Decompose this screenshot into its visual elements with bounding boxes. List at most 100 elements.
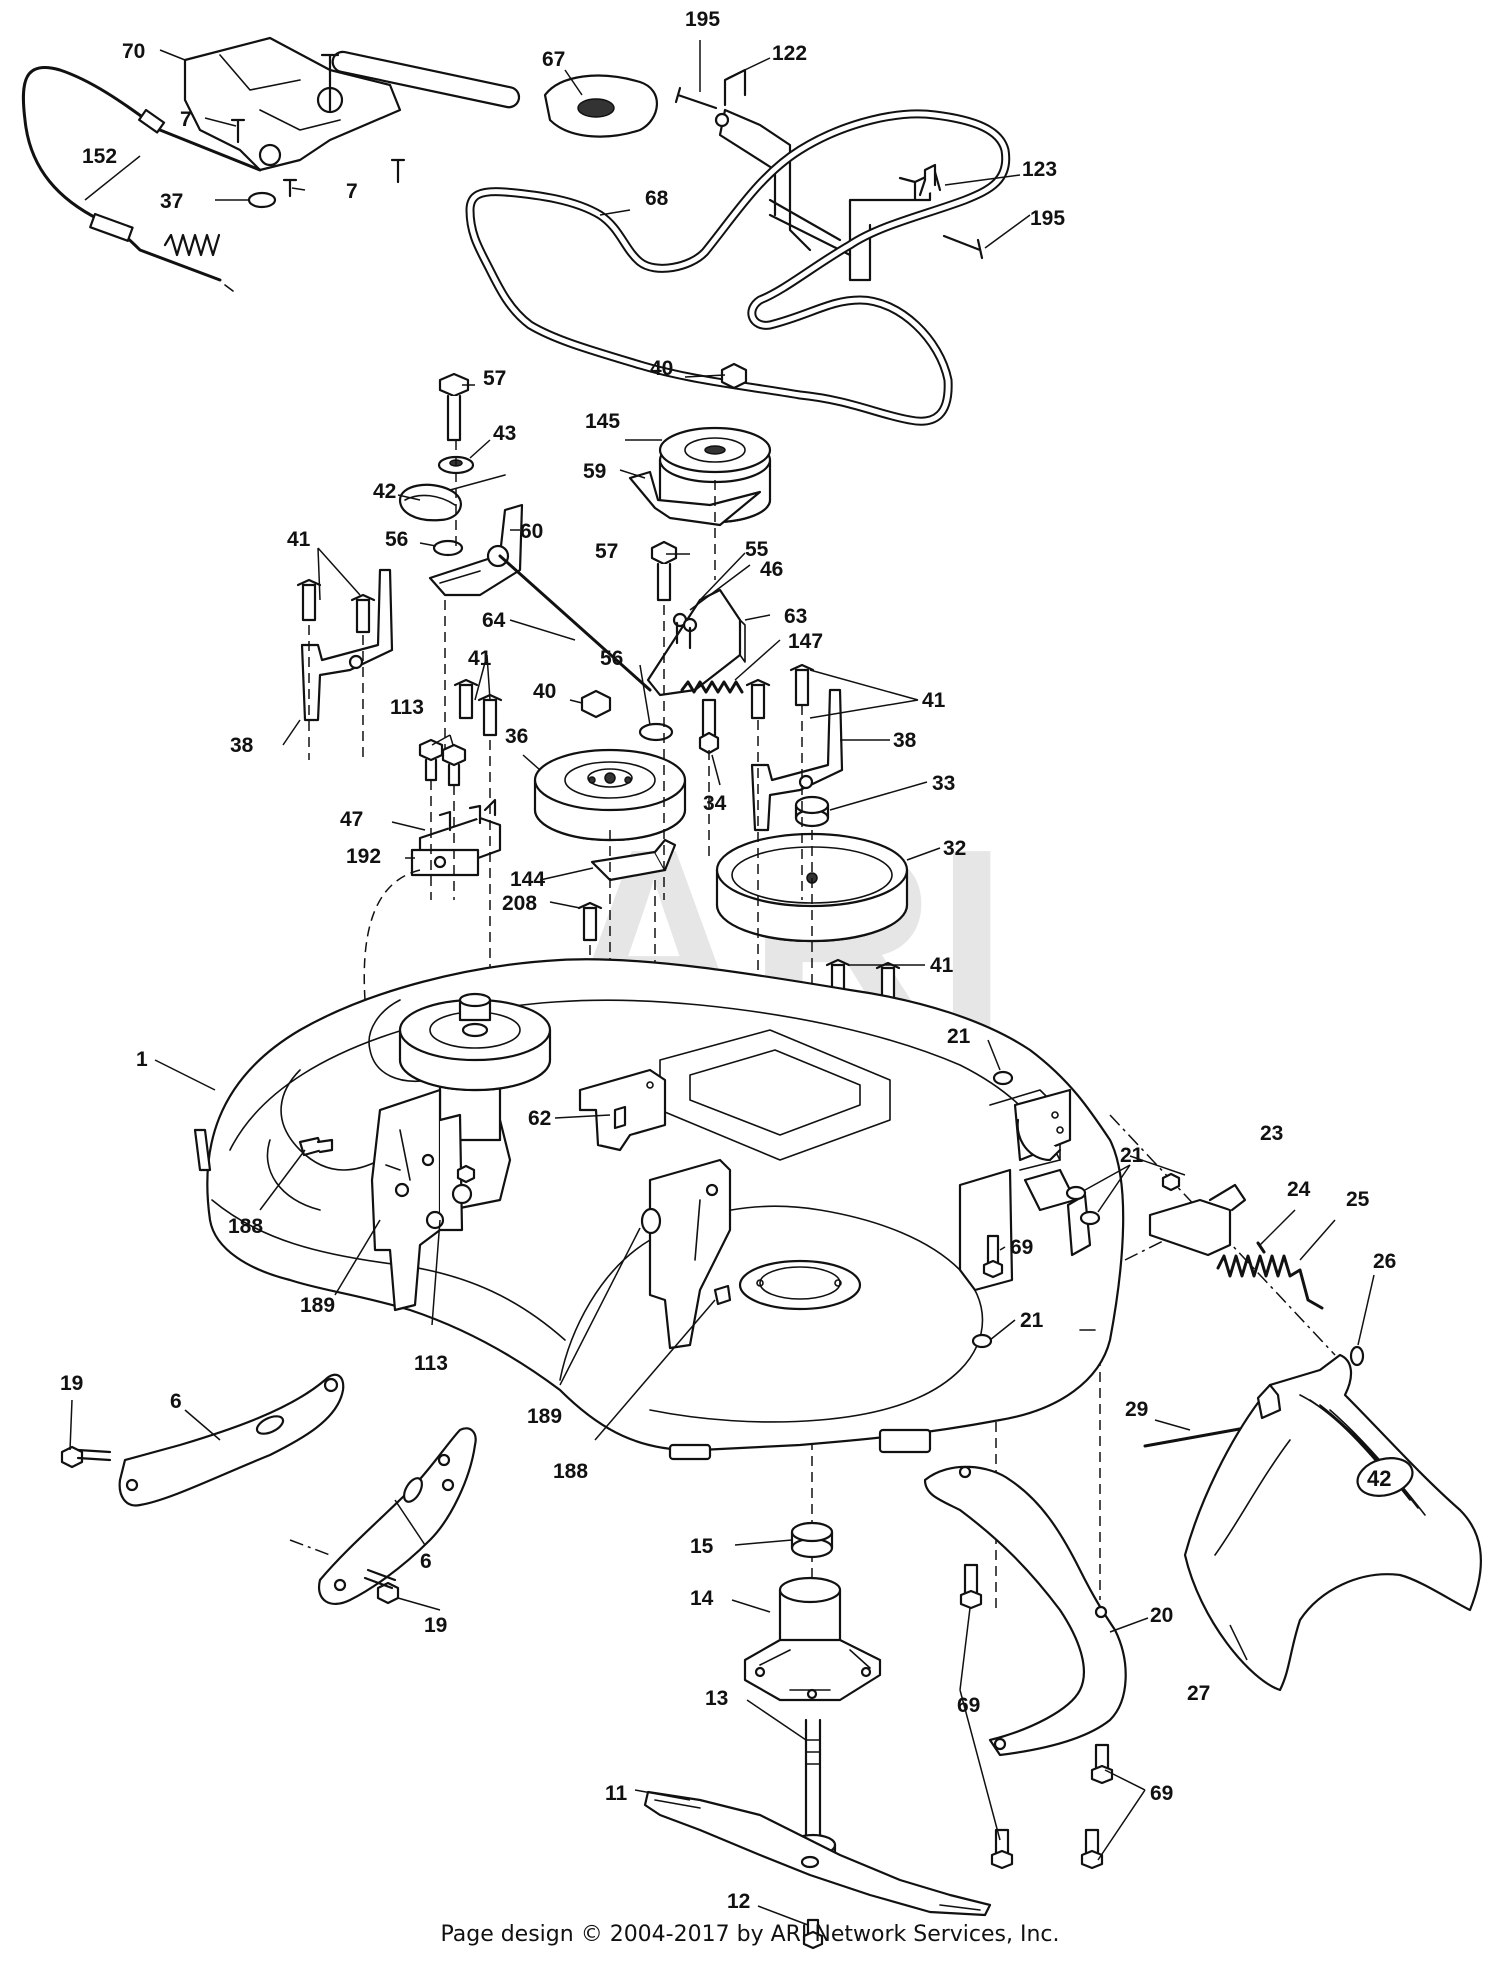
callout-41-center: 41	[468, 647, 492, 670]
callout-144: 144	[510, 868, 545, 891]
callout-7-top: 7	[180, 108, 192, 131]
arm-6-upper	[118, 1373, 345, 1507]
callout-26: 26	[1373, 1250, 1396, 1273]
mower-deck-1	[193, 958, 1125, 1461]
callout-24: 24	[1287, 1178, 1311, 1201]
callout-41-lower: 41	[930, 954, 954, 977]
belt-guide-123	[768, 163, 942, 282]
callout-38-left: 38	[230, 734, 254, 757]
callout-46: 46	[760, 558, 783, 581]
callout-42: 42	[373, 480, 396, 503]
callout-6-lower: 6	[420, 1550, 432, 1573]
nut-40-lower	[580, 689, 612, 719]
callout-64: 64	[482, 609, 506, 632]
callout-25: 25	[1346, 1188, 1370, 1211]
callout-113-top: 113	[390, 696, 424, 719]
callout-69-lower-left: 69	[957, 1694, 980, 1717]
callout-40-lower: 40	[533, 680, 556, 703]
callout-32: 32	[943, 837, 966, 860]
callout-38-right: 38	[893, 729, 917, 752]
callout-113-bottom: 113	[414, 1352, 448, 1375]
callout-188-center: 188	[553, 1460, 588, 1483]
knob-67	[543, 74, 658, 138]
callout-7-bottom: 7	[346, 180, 358, 203]
washer-37	[247, 191, 277, 209]
callout-62: 62	[528, 1107, 551, 1130]
callout-41-right: 41	[922, 689, 946, 712]
callout-43: 43	[493, 422, 516, 445]
copyright-footer: Page design © 2004-2017 by ARI Network S…	[440, 1922, 1060, 1947]
callout-70: 70	[122, 40, 145, 63]
callout-57-top: 57	[483, 367, 506, 390]
bolt-19-upper	[60, 1445, 112, 1469]
bolts-41-right	[745, 663, 815, 720]
callout-59: 59	[583, 460, 606, 483]
callout-6-upper: 6	[170, 1390, 182, 1413]
pin-24	[1256, 1241, 1266, 1254]
washer-56-lower	[638, 722, 674, 742]
callout-40-top: 40	[650, 357, 673, 380]
callout-60: 60	[520, 520, 543, 543]
spacer-15	[790, 1521, 834, 1559]
nut-33	[794, 795, 830, 828]
blade-11	[643, 1790, 992, 1917]
callout-47: 47	[340, 808, 363, 831]
bolt-57-upper	[438, 372, 470, 442]
callout-195-right: 195	[1030, 207, 1065, 230]
callout-122: 122	[772, 42, 807, 65]
idler-plate-63	[646, 588, 746, 697]
bolts-7	[230, 118, 406, 198]
spring-25	[1216, 1254, 1324, 1310]
callout-19-bottom: 19	[424, 1614, 447, 1637]
callout-21-bottom: 21	[1020, 1309, 1044, 1332]
callout-37: 37	[160, 190, 183, 213]
callout-27: 27	[1187, 1682, 1210, 1705]
callout-29: 29	[1125, 1398, 1148, 1421]
callout-67: 67	[542, 48, 565, 71]
callout-14: 14	[690, 1587, 714, 1610]
bolts-69-lower	[959, 1563, 1114, 1870]
bracket-59	[628, 470, 762, 527]
bolt-34	[698, 698, 720, 755]
callout-188-left: 188	[228, 1215, 263, 1238]
bolts-195	[674, 86, 984, 260]
callout-68: 68	[645, 187, 669, 210]
bolts-113	[418, 738, 467, 787]
callout-20: 20	[1150, 1604, 1173, 1627]
bolts-41-left	[296, 578, 503, 737]
callout-36: 36	[505, 725, 528, 748]
spindle-housing-14	[743, 1576, 882, 1702]
callout-57-mid: 57	[595, 540, 618, 563]
plate-192	[410, 848, 480, 877]
callout-189-center: 189	[527, 1405, 562, 1428]
bolt-12	[802, 1918, 824, 1950]
callout-55: 55	[745, 538, 769, 561]
callout-192: 192	[346, 845, 381, 868]
callout-labels: 70 7 152 37 7 67 195 122 68 123 195 57 4…	[60, 8, 1396, 1913]
callout-69-deck: 69	[1010, 1236, 1033, 1259]
callout-23: 23	[1260, 1122, 1283, 1145]
callout-19-left: 19	[60, 1372, 83, 1395]
discharge-chute-27: 42	[1183, 1353, 1482, 1692]
mandrel-pulley-32	[715, 832, 909, 943]
chute-badge: 42	[1367, 1466, 1391, 1491]
leader-lines	[69, 40, 1375, 1926]
bracket-38-right	[750, 688, 844, 832]
callout-11: 11	[605, 1782, 628, 1805]
washer-56-upper	[432, 539, 464, 557]
engagement-bracket-70	[183, 36, 521, 172]
idler-rod-64	[498, 554, 652, 692]
bracket-23	[1148, 1172, 1247, 1257]
callout-208: 208	[502, 892, 537, 915]
idler-arm-60	[428, 503, 524, 597]
callout-56-upper: 56	[385, 528, 408, 551]
drive-belt-68	[465, 109, 1011, 426]
callout-12: 12	[727, 1890, 750, 1913]
callout-56-lower: 56	[600, 647, 623, 670]
spring-147	[680, 680, 744, 694]
callout-195-top: 195	[685, 8, 720, 31]
callout-21-mid: 21	[1120, 1144, 1144, 1167]
callout-33: 33	[932, 772, 955, 795]
